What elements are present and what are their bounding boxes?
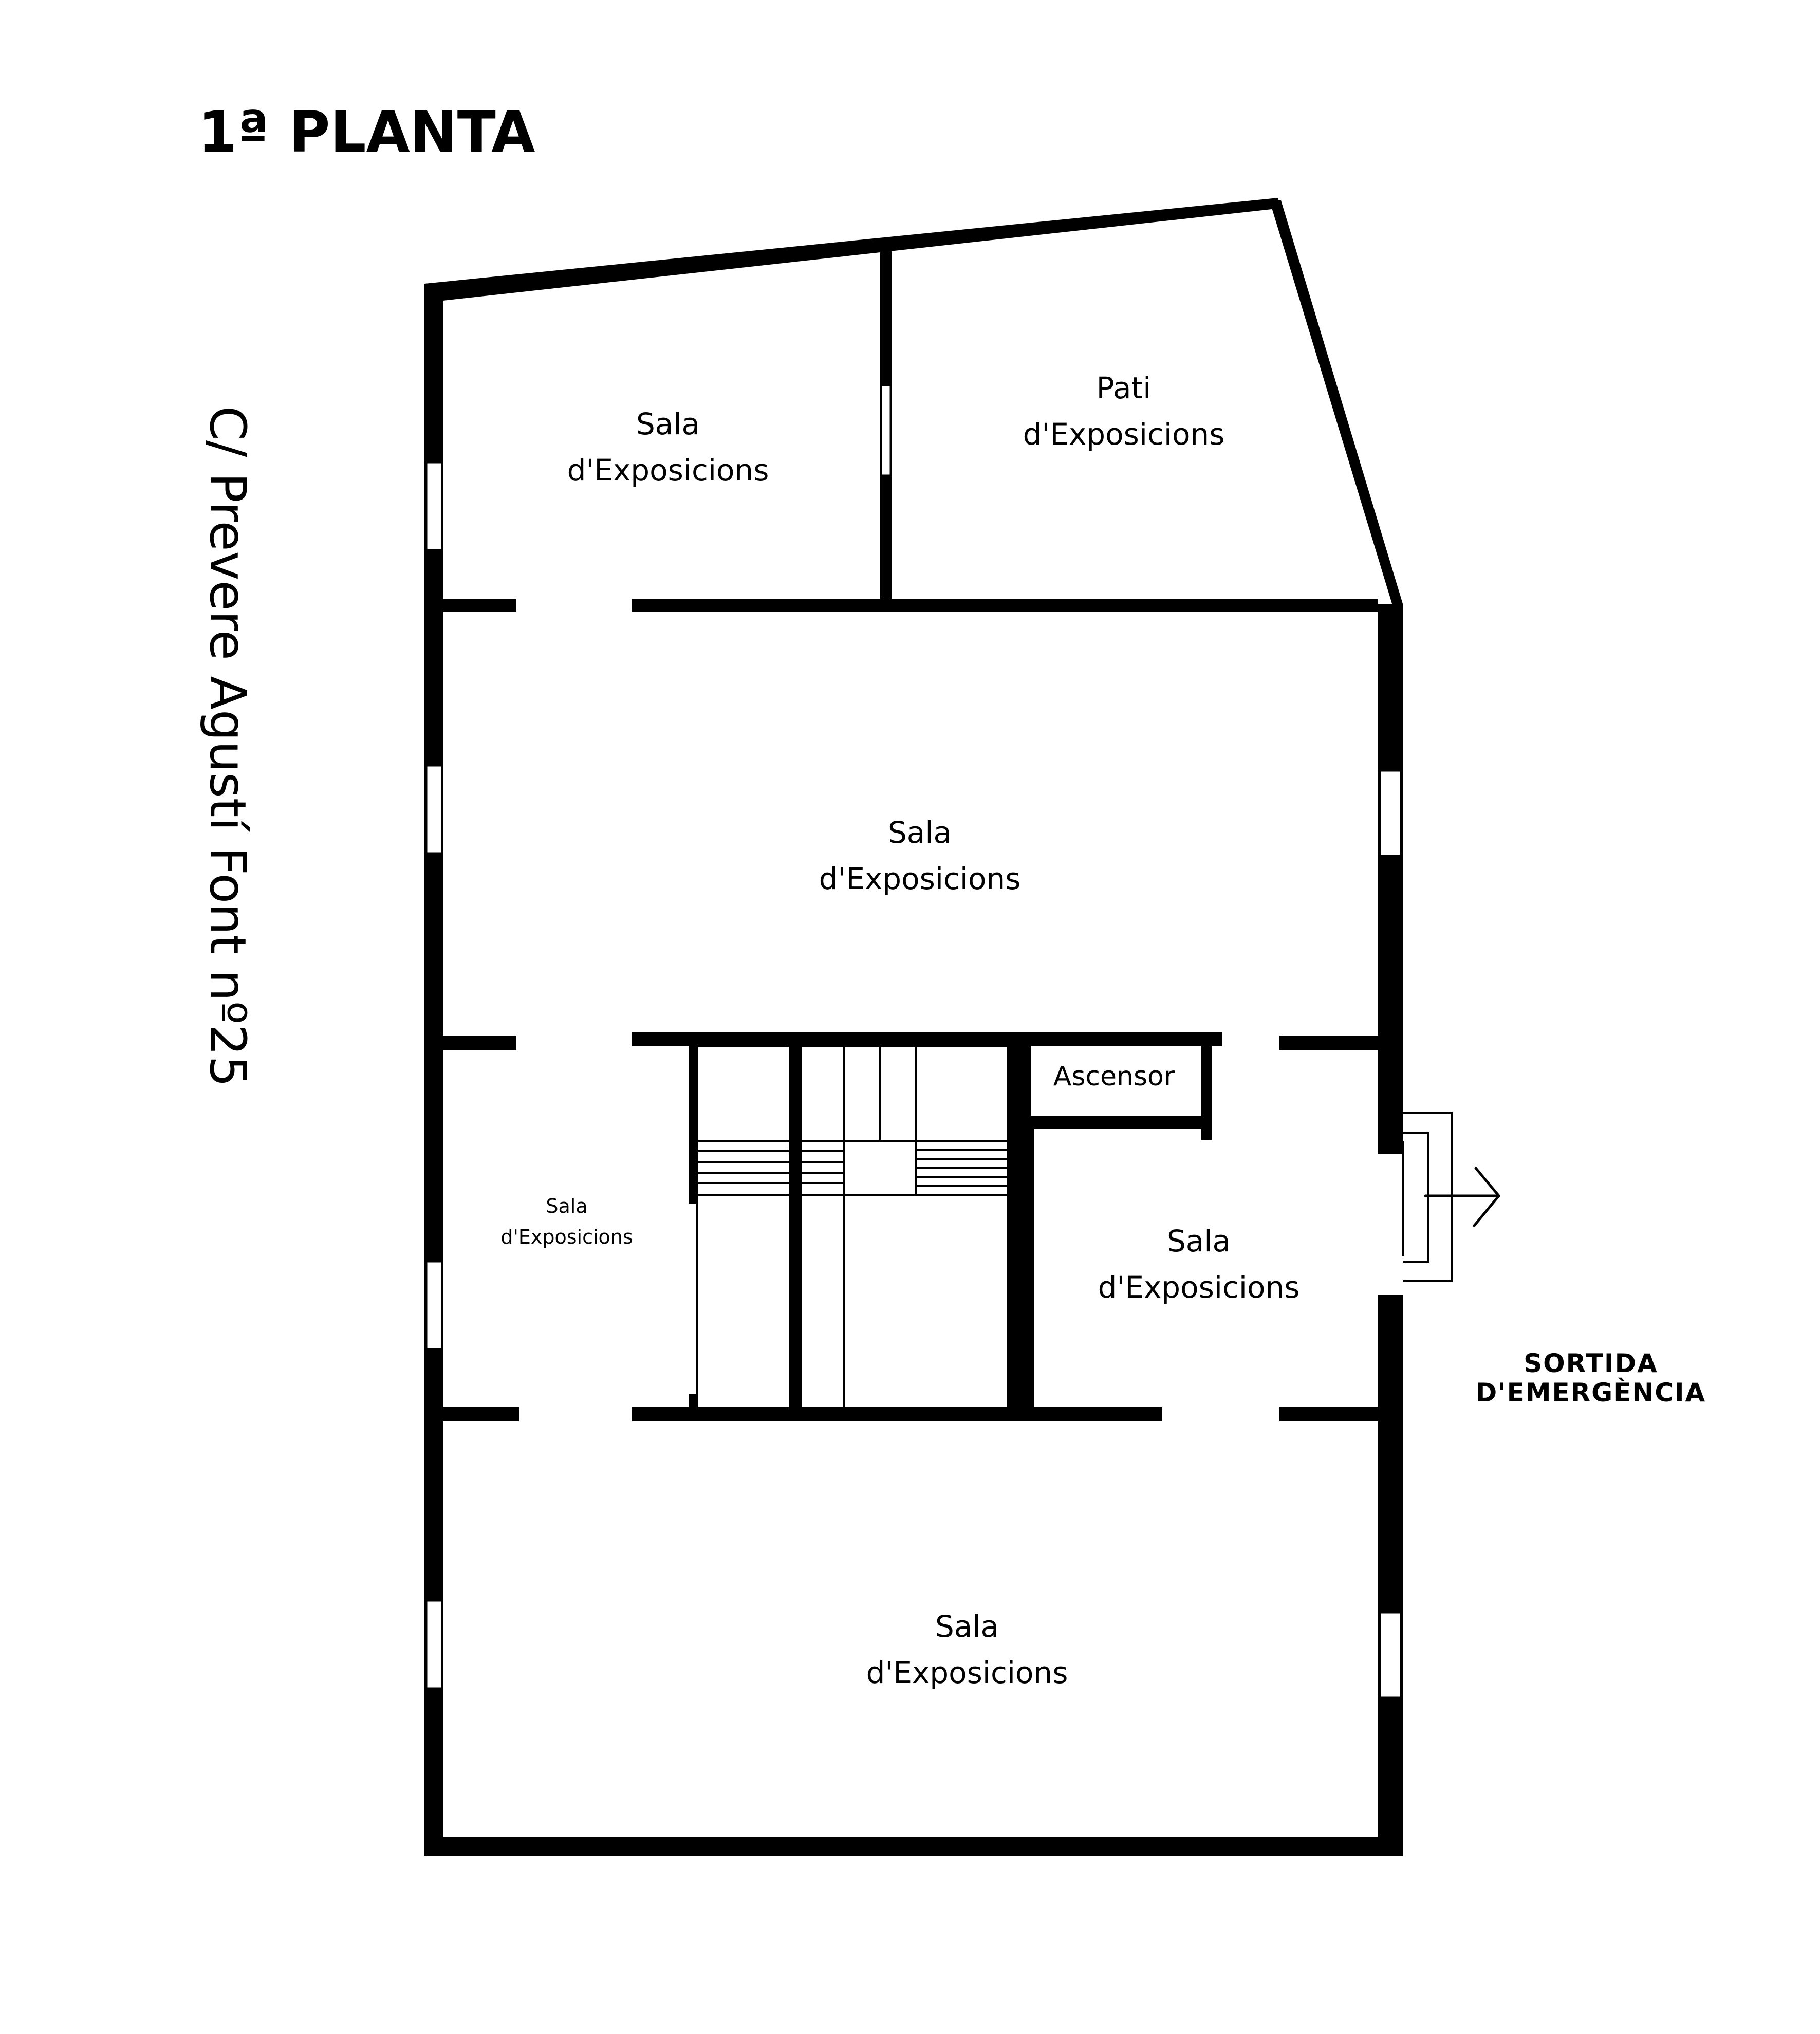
right-wall-lower — [1378, 1295, 1403, 1856]
wall-segment — [1279, 1036, 1378, 1050]
interior-walls — [443, 242, 1378, 1421]
wall-segment — [443, 1407, 519, 1421]
wall-segment — [443, 1036, 516, 1050]
emergency-exit-label-line1: SORTIDA — [1524, 1348, 1658, 1378]
outer-walls — [424, 198, 1403, 1856]
window — [1379, 1612, 1402, 1698]
room-label-line1: Sala — [636, 406, 700, 441]
window — [425, 461, 443, 551]
arrow-right-icon — [1424, 1167, 1500, 1227]
room-top-left: Sala d'Exposicions — [567, 406, 769, 488]
room-patio: Pati d'Exposicions — [1023, 371, 1225, 452]
room-label-line1: Pati — [1097, 371, 1152, 405]
elevator-wall — [1021, 1116, 1212, 1129]
window — [880, 384, 892, 476]
core-wall — [1021, 1128, 1034, 1409]
stair-wall — [689, 1046, 697, 1204]
room-bottom: Sala d'Exposicions — [866, 1609, 1068, 1690]
room-left-small: Sala d'Exposicions — [500, 1195, 633, 1248]
room-label-line2: d'Exposicions — [567, 453, 769, 488]
window — [1379, 770, 1402, 857]
street-label: C/ Prevere Agustí Font nº25 — [199, 406, 256, 1087]
patio-slanted-wall — [1269, 199, 1403, 605]
core-wall — [1008, 1046, 1021, 1409]
room-label-line1: Sala — [546, 1195, 587, 1217]
room-middle: Sala d'Exposicions — [819, 815, 1021, 896]
stair-wall-stub — [689, 1394, 697, 1408]
top-wall — [424, 198, 1281, 303]
elevator-wall — [1021, 1032, 1031, 1124]
elevator-wall — [1201, 1032, 1212, 1140]
room-label-line2: d'Exposicions — [500, 1226, 633, 1248]
wall-segment — [1279, 1407, 1378, 1421]
room-label-line1: Sala — [888, 815, 952, 850]
wall-segment — [632, 1032, 1222, 1046]
room-label-line2: d'Exposicions — [1023, 417, 1225, 452]
room-label-line1: Sala — [935, 1609, 999, 1644]
room-label-line2: d'Exposicions — [1098, 1270, 1300, 1305]
right-wall-upper — [1378, 604, 1403, 1154]
window — [425, 765, 443, 854]
wall-segment — [632, 1407, 1162, 1421]
window — [425, 1261, 443, 1350]
room-label-line1: Sala — [1167, 1224, 1231, 1259]
floor-title: 1ª PLANTA — [198, 99, 535, 165]
room-label-line2: d'Exposicions — [819, 861, 1021, 896]
elevator-label: Ascensor — [1053, 1061, 1175, 1092]
room-right-center: Sala d'Exposicions — [1098, 1224, 1300, 1305]
emergency-exit-label-line2: D'EMERGÈNCIA — [1476, 1377, 1706, 1408]
window — [425, 1600, 443, 1689]
staircase — [696, 1045, 1009, 1409]
bottom-wall — [424, 1837, 1403, 1856]
room-label-line2: d'Exposicions — [866, 1655, 1068, 1690]
wall-segment — [443, 599, 516, 612]
core-wall — [789, 1046, 802, 1409]
wall-segment — [632, 599, 1378, 612]
